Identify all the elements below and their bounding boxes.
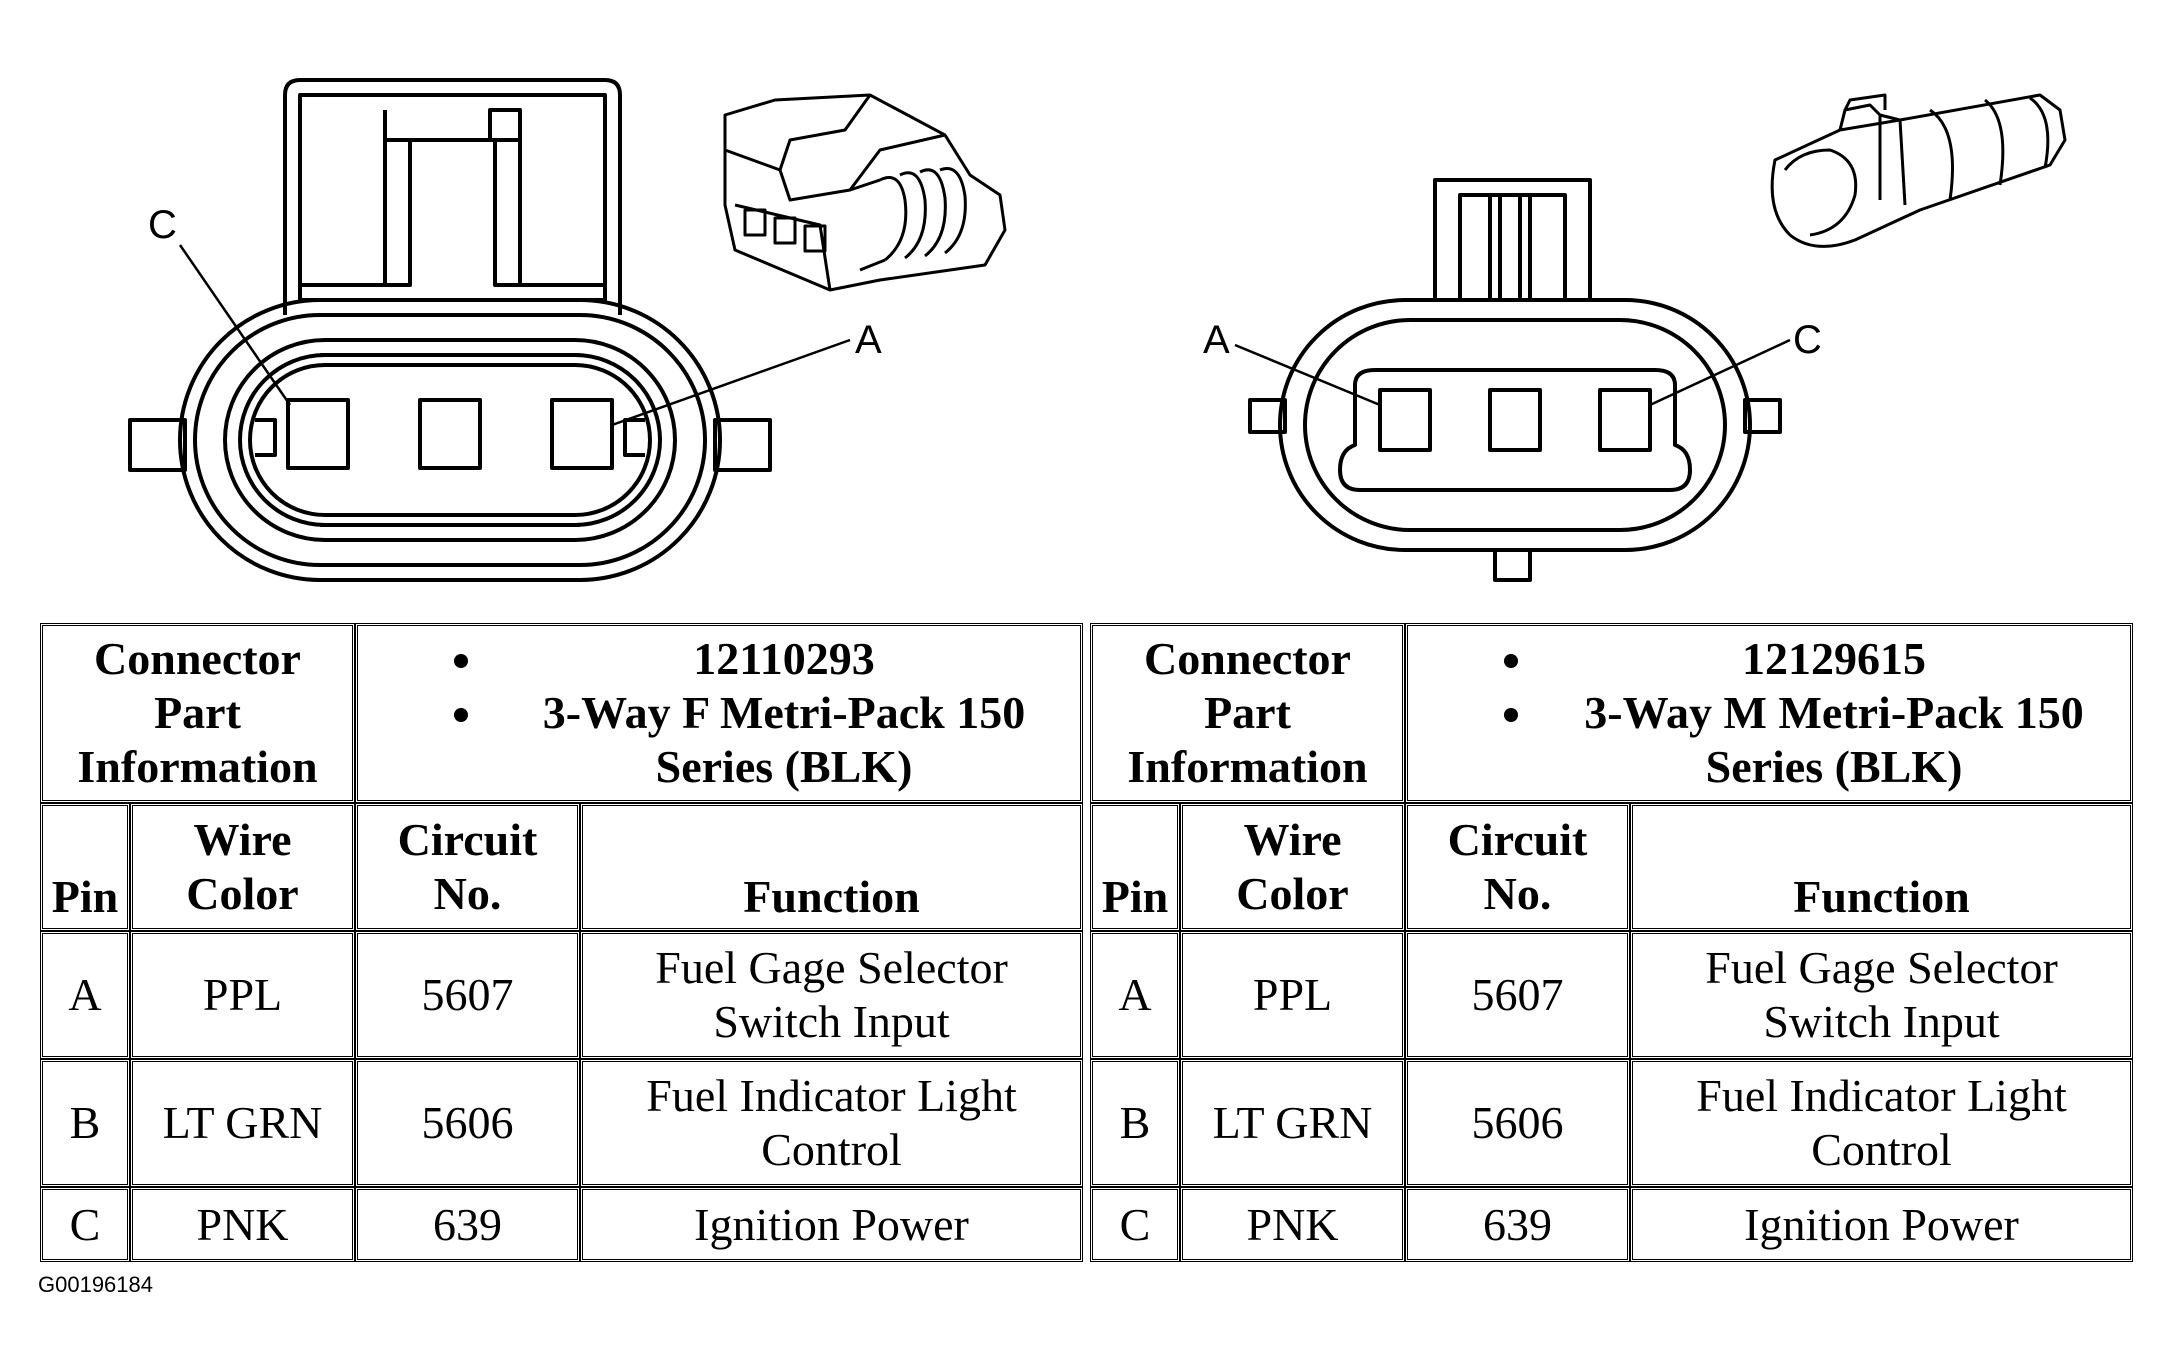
left-pin-c-label: C bbox=[148, 203, 177, 247]
pin-cell: A bbox=[40, 931, 130, 1059]
table-row: C PNK 639 Ignition Power bbox=[40, 1187, 1084, 1262]
function-header: Function bbox=[580, 803, 1084, 931]
pin-header: Pin bbox=[1090, 803, 1180, 931]
connector-info-row: Connector Part Information 12129615 3-Wa… bbox=[1090, 623, 2134, 803]
right-pin-c-label: C bbox=[1793, 318, 1822, 362]
wire-cell: PPL bbox=[130, 931, 356, 1059]
connector-info-row: Connector Part Information 12110293 3-Wa… bbox=[40, 623, 1084, 803]
pin-cell: C bbox=[40, 1187, 130, 1262]
right-connector-face bbox=[1248, 178, 1782, 582]
wire-cell: LT GRN bbox=[130, 1059, 356, 1187]
left-pin-a-label: A bbox=[855, 318, 882, 362]
connector-diagrams: C A A C bbox=[128, 78, 2067, 582]
circuit-cell: 639 bbox=[1405, 1187, 1631, 1262]
pin-cell: C bbox=[1090, 1187, 1180, 1262]
pin-cell: A bbox=[1090, 931, 1180, 1059]
circuit-cell: 5607 bbox=[355, 931, 581, 1059]
left-connector-face bbox=[128, 78, 772, 582]
connector-part-info-header: Connector Part Information bbox=[40, 623, 356, 803]
circuit-cell: 5606 bbox=[355, 1059, 581, 1187]
wire-cell: PNK bbox=[1180, 1187, 1406, 1262]
pin-cell: B bbox=[40, 1059, 130, 1187]
connector-part-info-header: Connector Part Information bbox=[1090, 623, 1406, 803]
wire-cell: PPL bbox=[1180, 931, 1406, 1059]
function-header: Function bbox=[1630, 803, 2134, 931]
right-connector-table: Connector Part Information 12129615 3-Wa… bbox=[1090, 623, 2134, 1262]
pin-leader-lines bbox=[178, 244, 1791, 427]
part-number: 12129615 bbox=[1538, 632, 2130, 686]
wire-cell: PNK bbox=[130, 1187, 356, 1262]
figure-id: G00196184 bbox=[38, 1272, 153, 1297]
part-number: 12110293 bbox=[488, 632, 1080, 686]
wire-cell: LT GRN bbox=[1180, 1059, 1406, 1187]
right-pin-a-label: A bbox=[1203, 318, 1230, 362]
right-connector-perspective bbox=[1770, 93, 2067, 248]
pin-cell: B bbox=[1090, 1059, 1180, 1187]
left-connector-perspective bbox=[723, 93, 1007, 292]
left-connector-table: Connector Part Information 12110293 3-Wa… bbox=[40, 623, 1084, 1262]
table-row: C PNK 639 Ignition Power bbox=[1090, 1187, 2134, 1262]
function-cell: Ignition Power bbox=[1630, 1187, 2134, 1262]
circuit-cell: 5607 bbox=[1405, 931, 1631, 1059]
circuit-cell: 639 bbox=[355, 1187, 581, 1262]
circuit-cell: 5606 bbox=[1405, 1059, 1631, 1187]
pin-header: Pin bbox=[40, 803, 130, 931]
function-cell: Ignition Power bbox=[580, 1187, 1084, 1262]
